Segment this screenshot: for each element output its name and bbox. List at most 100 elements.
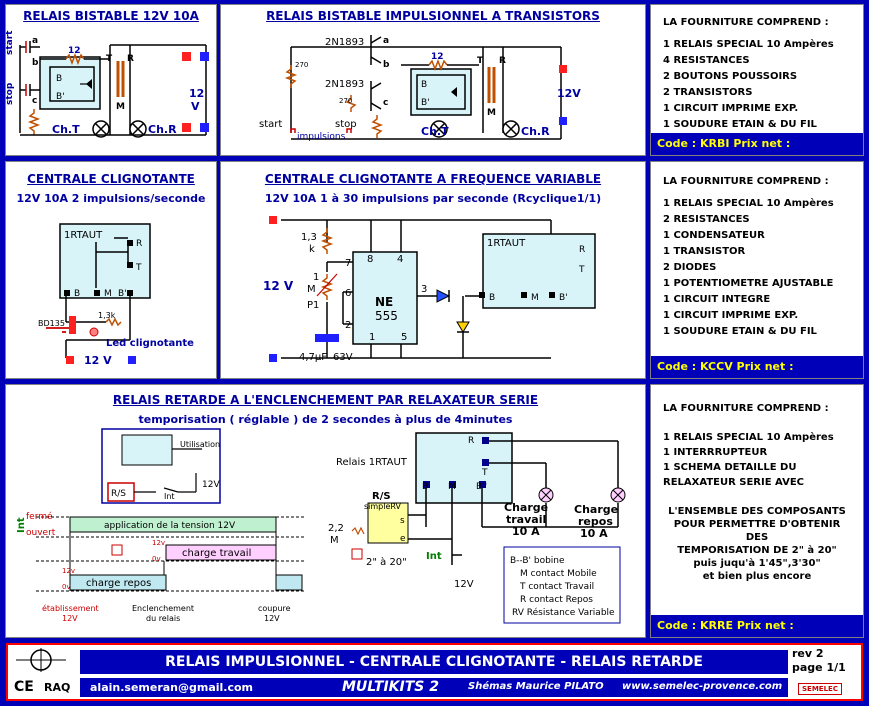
kit2-code: Code : KCCV Prix net :	[651, 356, 863, 378]
p2-impulsions: impulsions	[297, 132, 346, 142]
schematic-relais-impulsionnel: 2N1893 2N1893 270 270 start impulsions s…	[259, 35, 581, 142]
kit3-header: LA FOURNITURE COMPREND :	[663, 403, 829, 414]
p1-B: B	[56, 74, 62, 84]
p3-relay: 1RTAUT	[64, 230, 103, 241]
panel2-title: RELAIS BISTABLE IMPULSIONNEL A TRANSISTO…	[266, 9, 600, 23]
p5-R: R	[468, 436, 474, 446]
panel4-title: CENTRALE CLIGNOTANTE A FREQUENCE VARIABL…	[264, 172, 602, 186]
p2-c: c	[383, 98, 388, 108]
kit2-header: LA FOURNITURE COMPREND :	[663, 176, 829, 187]
legend-item: B--B' bobine	[510, 556, 565, 566]
p1-chT: Ch.T	[52, 123, 80, 136]
p2-b: b	[383, 60, 390, 70]
kit2-item: 1 POTENTIOMETRE AJUSTABLE	[663, 278, 834, 289]
p4-relay: 1RTAUT	[487, 238, 526, 249]
p1-a: a	[32, 36, 38, 46]
kit2-list: LA FOURNITURE COMPREND : 1 RELAIS SPECIA…	[663, 174, 834, 340]
p2-stop: stop	[335, 119, 357, 130]
p1-T: T	[106, 54, 113, 64]
p4-pin3: 3	[421, 284, 427, 295]
p5-chR1: Charge	[574, 503, 618, 516]
t-encl2: du relais	[146, 614, 180, 623]
footer-web[interactable]: www.semelec-provence.com	[622, 681, 783, 692]
footer-rev: rev 2	[792, 647, 824, 660]
panel1-title: RELAIS BISTABLE 12V 10A	[23, 9, 199, 23]
semelec-logo: SEMELEC	[798, 683, 842, 695]
raq-mark: RAQ	[44, 681, 71, 694]
kit3-extra-line: TEMPORISATION DE 2" à 20"	[677, 545, 837, 556]
p4-r1: 1,3	[301, 232, 317, 243]
kit2-item: 1 SOUDURE ETAIN & DU FIL	[663, 326, 817, 337]
kit2-item: 1 CIRCUIT IMPRIME EXP.	[663, 310, 799, 321]
p1-coil: 12	[68, 46, 81, 56]
p2-12: 12V	[557, 87, 581, 100]
legend-item: R contact Repos	[520, 595, 593, 605]
p3-B: B	[74, 289, 80, 299]
p4-capv: 63V	[333, 352, 353, 363]
p5-rs2: R/S	[372, 491, 391, 502]
t-ouvert: ouvert	[26, 528, 56, 538]
kit2-item: 1 CIRCUIT INTEGRE	[663, 294, 771, 305]
panel3-title: CENTRALE CLIGNOTANTE	[27, 172, 195, 186]
p5-s: s	[400, 516, 405, 526]
p4-pin2: 2	[345, 320, 351, 331]
logo-icon	[16, 648, 66, 672]
kit1-item: 2 TRANSISTORS	[663, 87, 753, 98]
footer: RELAIS IMPULSIONNEL - CENTRALE CLIGNOTAN…	[6, 643, 863, 701]
p4-12v: 12 V	[263, 279, 294, 293]
schematic-relais-retarde: Utilisation R/S Int 12V Int fermé ouvert…	[16, 428, 626, 624]
p1-M: M	[116, 102, 125, 112]
kit3-extra-line: et bien plus encore	[702, 571, 812, 582]
t-cr-12v: 12v	[62, 567, 75, 575]
p5-resu: M	[330, 535, 339, 546]
footer-banner: RELAIS IMPULSIONNEL - CENTRALE CLIGNOTAN…	[80, 650, 788, 674]
panel4-subtitle: 12V 10A 1 à 30 impulsions par seconde (R…	[264, 192, 602, 205]
p3-R: R	[136, 239, 142, 249]
t-ct-0v: 0v	[152, 555, 161, 563]
p4-pin8: 8	[367, 254, 373, 265]
p1-V: V	[191, 100, 200, 113]
p2-r1: 270	[295, 61, 308, 69]
p5-chT2: travail	[506, 513, 546, 526]
t-int: Int	[16, 517, 27, 533]
p1-stop: stop	[6, 82, 15, 105]
t-etab1: établissement	[42, 603, 99, 613]
p5-B: B	[422, 482, 428, 492]
panel-relais-bistable: RELAIS BISTABLE 12V 10A	[5, 4, 217, 156]
kit-krbi: LA FOURNITURE COMPREND : 1 RELAIS SPECIA…	[650, 4, 864, 156]
schematic-centrale-clignotante: 1RTAUT R T B M B' BD135 1,3k Led clignot…	[38, 223, 194, 367]
p1-start: start	[6, 30, 15, 55]
kit1-header: LA FOURNITURE COMPREND :	[663, 17, 829, 28]
p4-p1u: M	[307, 284, 316, 295]
p2-Bp: B'	[421, 98, 430, 108]
p5-12v: 12V	[202, 480, 220, 490]
p4-ne: NE	[375, 295, 393, 309]
p4-p1n: P1	[307, 300, 319, 311]
kit3-extra-line: puis juqu'à 1'45",3'30"	[693, 558, 821, 569]
t-charge-travail: charge travail	[182, 548, 251, 559]
kit3-item: 1 INTERRRUPTEUR	[663, 447, 768, 458]
p4-pin5: 5	[401, 332, 407, 343]
p2-T: T	[477, 56, 484, 66]
panel5-title: RELAIS RETARDE A L'ENCLENCHEMENT PAR REL…	[112, 393, 539, 407]
kit-kccv: LA FOURNITURE COMPREND : 1 RELAIS SPECIA…	[650, 161, 864, 379]
t-ct-12v: 12v	[152, 539, 165, 547]
footer-email[interactable]: alain.semeran@gmail.com	[90, 681, 254, 694]
p2-M: M	[487, 108, 496, 118]
p5-chR2: repos	[578, 515, 613, 528]
p2-B: B	[421, 80, 427, 90]
kit1-item: 4 RESISTANCES	[663, 55, 750, 66]
p3-supply: 12 V	[84, 354, 112, 367]
panel5-subtitle: temporisation ( réglable ) de 2 secondes…	[138, 413, 513, 426]
t-coup1: coupure	[258, 604, 291, 613]
kit3-extra: L'ENSEMBLE DES COMPOSANTS POUR PERMETTRE…	[651, 505, 863, 583]
kit1-item: 1 CIRCUIT IMPRIME EXP.	[663, 103, 799, 114]
footer-kits: MULTIKITS 2	[342, 679, 439, 695]
t-etab2: 12V	[62, 614, 78, 623]
panel-relais-impulsionnel: RELAIS BISTABLE IMPULSIONNEL A TRANSISTO…	[220, 4, 646, 156]
legend-item: RV Résistance Variable	[512, 607, 615, 618]
ce-mark: CE	[14, 679, 34, 695]
panel-centrale-clignotante: CENTRALE CLIGNOTANTE 12V 10A 2 impulsion…	[5, 161, 217, 379]
kit3-item: 1 SCHEMA DETAILLE DU	[663, 462, 797, 473]
kit3-extra-line: L'ENSEMBLE DES COMPOSANTS	[668, 506, 846, 517]
